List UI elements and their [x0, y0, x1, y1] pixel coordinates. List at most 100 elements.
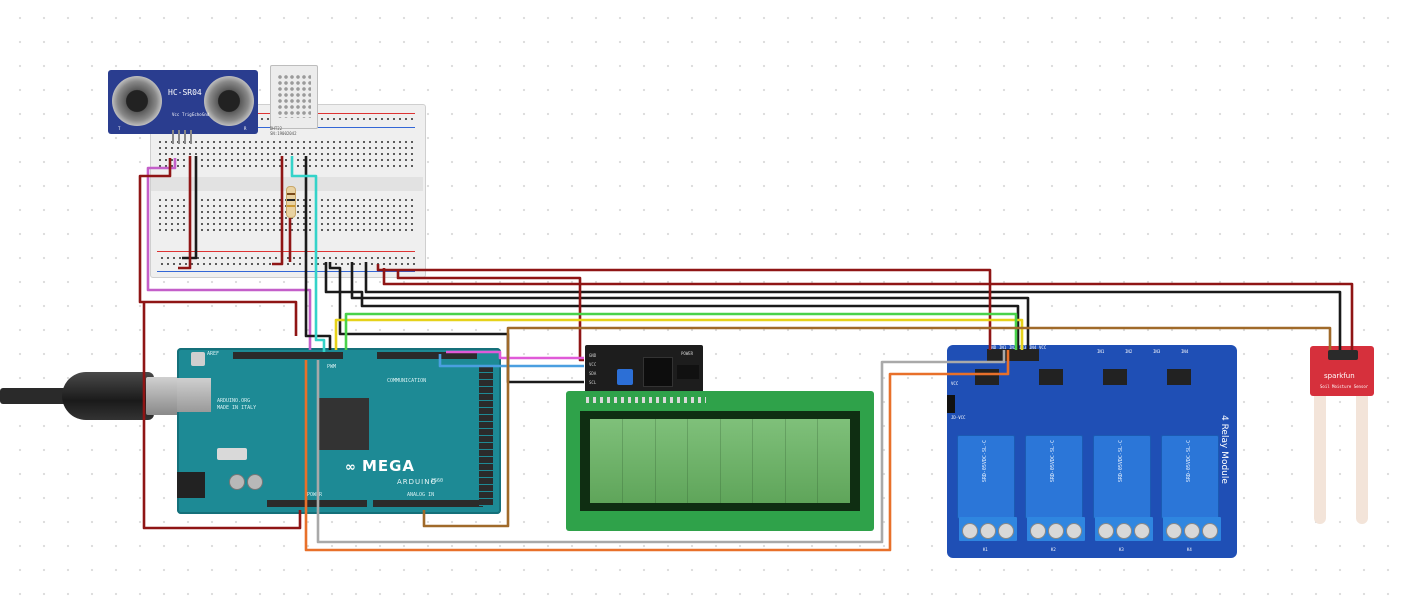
wire-pink-trig: [146, 158, 312, 350]
wire-darkred-i2c: [396, 270, 584, 362]
wire-brown-soil: [422, 326, 1332, 528]
wire-magenta-scl: [446, 350, 584, 360]
wire-orange-relay: [304, 350, 1010, 552]
receiver-eye: [204, 76, 254, 126]
relay-in3-label: IN3: [1153, 349, 1161, 354]
relay-terminal-1: [959, 517, 1017, 541]
relay-pin-vcc: VCC: [1039, 345, 1047, 350]
relay-coil-2: SRD-05VDC-SL-C: [1025, 435, 1083, 519]
relay-k2-label: K2: [1051, 547, 1056, 552]
wire-darkred-sonar-vcc: [138, 158, 298, 336]
mega-pwm-label: PWM: [327, 364, 337, 370]
dht-label: DHT22: [270, 126, 283, 131]
optocoupler-4: [1167, 369, 1191, 385]
wire-darkred-soil: [382, 268, 1354, 350]
mega-madeby: ARDUINO.ORG: [217, 398, 251, 404]
mega-comm-label: COMMUNICATION: [387, 378, 427, 384]
dht-serial: SN:19002042: [270, 131, 297, 136]
resistor: [286, 186, 296, 218]
digital-header-top-left: [233, 352, 343, 359]
sonar-label: HC-SR04: [168, 88, 202, 97]
ultrasonic-sensor: HC-SR04 T R Vcc Trig Echo Gnd: [108, 70, 258, 134]
relay-terminal-4: [1163, 517, 1221, 541]
soil-moisture-sensor: sparkfun Soil Moisture Sensor: [1310, 346, 1374, 396]
relay-k3-label: K3: [1119, 547, 1124, 552]
wire-gray-relay: [316, 350, 1006, 544]
contrast-potentiometer[interactable]: [617, 369, 633, 385]
relay-k1-label: K1: [983, 547, 988, 552]
backlight-jumper: [677, 365, 699, 379]
lcd-display: [566, 391, 874, 531]
relay-coil-3: SRD-05VDC-SL-C: [1093, 435, 1151, 519]
mega-madein: MADE IN ITALY: [217, 405, 257, 411]
wire-darkred-mega-gnd: [142, 302, 302, 530]
mega-usb-port: [177, 378, 211, 412]
capacitor-2: [247, 474, 263, 490]
mega-logo: ∞ MEGA: [345, 457, 416, 475]
relay-pin-in1: IN1: [999, 345, 1007, 350]
sonar-pin-gnd: Gnd: [202, 112, 210, 117]
mega-analog-label: ANALOG IN: [407, 492, 435, 498]
relay-jd-label: JD-VCC: [951, 415, 966, 420]
sonar-r-mark: R: [244, 126, 247, 131]
soil-prong-left: [1314, 396, 1326, 524]
relay-input-header: [987, 349, 1039, 361]
relay-vcc-label: VCC: [951, 381, 959, 386]
breadboard-center-channel: [151, 177, 423, 191]
power-rail-negative-bottom: [157, 271, 415, 272]
wire-green-relay: [344, 312, 1018, 350]
soil-prong-right: [1356, 396, 1368, 524]
usb-cable: [0, 388, 70, 404]
wire-darkred-relay-vcc: [376, 264, 992, 350]
wire-black-sonar-gnd: [182, 156, 198, 260]
mega-logo-text: MEGA: [361, 457, 416, 475]
digital-header-top-right: [377, 352, 477, 359]
dht-vent-grid: [277, 74, 311, 118]
relay-k4-label: K4: [1187, 547, 1192, 552]
wire-red-dht: [272, 156, 284, 266]
wire-black-rail-1: [324, 262, 1020, 350]
relay-terminal-3: [1095, 517, 1153, 541]
capacitor-1: [229, 474, 245, 490]
relay-module-title: 4 Relay Module: [1219, 415, 1229, 484]
mega-power-label: POWER: [307, 492, 323, 498]
i2c-pin-scl: SCL: [589, 380, 597, 385]
wire-teal-dht: [290, 156, 326, 352]
reset-button[interactable]: [191, 352, 205, 366]
analog-header: [373, 500, 483, 507]
dht22-sensor: [270, 65, 318, 129]
wire-yellow-relay: [334, 318, 1024, 350]
digital-header-side: [479, 366, 493, 506]
wire-black-rail-3: [364, 262, 1342, 350]
relay-terminal-2: [1027, 517, 1085, 541]
power-rail-negative: [251, 127, 415, 128]
wire-black-rail-2: [350, 262, 1030, 350]
wire-black-dht: [304, 156, 332, 350]
mega-aref: AREF: [207, 351, 220, 357]
sonar-t-mark: T: [118, 126, 121, 131]
sonar-pins: [172, 130, 194, 144]
jd-vcc-jumper[interactable]: [947, 395, 955, 413]
relay-in2-label: IN2: [1125, 349, 1133, 354]
atmega-chip: [317, 398, 369, 450]
sonar-pin-trig: Trig: [182, 112, 192, 117]
lcd-header-pins: [586, 397, 706, 403]
pcf8574-chip: [643, 357, 673, 387]
relay-pin-in2: IN2: [1009, 345, 1017, 350]
wire-blue-sda: [438, 354, 584, 368]
crystal: [217, 448, 247, 460]
i2c-backpack: POWER GND VCC SDA SCL: [585, 345, 703, 393]
i2c-pin-sda: SDA: [589, 371, 597, 376]
mega-brand: ARDUINO: [397, 478, 437, 486]
transmitter-eye: [112, 76, 162, 126]
i2c-pin-gnd: GND: [589, 353, 597, 358]
wire-red-rail-1: [178, 156, 192, 270]
usb-plug: [62, 372, 154, 420]
optocoupler-3: [1103, 369, 1127, 385]
relay-pin-in4: IN4: [1029, 345, 1037, 350]
relay-module: GND IN1 IN2 IN3 IN4 VCC IN1 IN2 IN3 IN4 …: [947, 345, 1237, 558]
sonar-pin-vcc: Vcc: [172, 112, 180, 117]
relay-in1-label: IN1: [1097, 349, 1105, 354]
power-rail-positive-bottom: [157, 251, 415, 252]
